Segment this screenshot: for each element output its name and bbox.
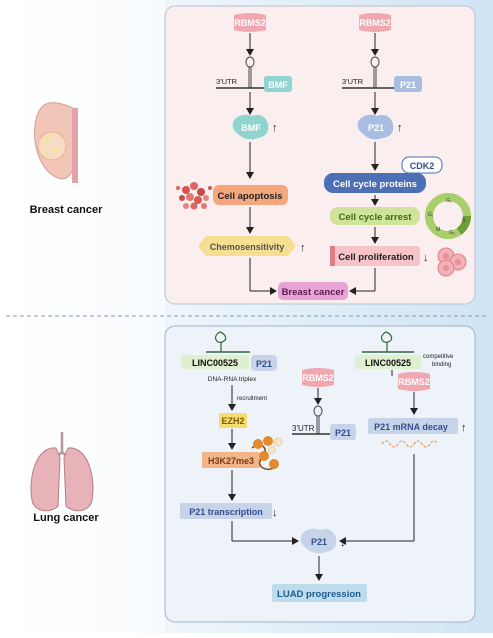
competitive-binding-line1: competitive	[423, 354, 454, 360]
cycle-m-label: M	[436, 227, 440, 233]
linc-right: LINC00525	[365, 358, 411, 368]
utr-right: 3'UTR	[342, 77, 364, 86]
cycle-s-label: S	[462, 218, 466, 224]
lung-icon	[30, 432, 94, 512]
cdk2-box	[401, 156, 443, 174]
p21-protein-shape	[357, 114, 394, 140]
p21-lung-protein-shape	[300, 528, 337, 554]
chemosensitivity-box	[198, 236, 296, 256]
p21-mid-box	[330, 424, 356, 440]
cycle-g1-label: G₁	[428, 212, 434, 218]
rbms2-left-shape	[234, 13, 266, 32]
mrna-decay-up-arrow: ↑	[461, 422, 467, 434]
utr-left: 3'UTR	[216, 77, 238, 86]
p21-left: P21	[256, 359, 272, 369]
lincrna-right-icon	[380, 331, 393, 352]
linc-right-box	[355, 355, 421, 369]
p21-transcription-box	[180, 503, 272, 519]
luad-progression: LUAD progression	[277, 589, 361, 600]
bmf-up-arrow: ↑	[272, 122, 278, 134]
bmf-gene: BMF	[268, 80, 288, 90]
cell-cycle-arrest-box	[330, 207, 420, 225]
p21-gene: P21	[400, 80, 416, 90]
hairpin-right-icon	[370, 56, 380, 88]
breast-panel	[164, 5, 476, 305]
rbms2-left: RBMS2	[234, 18, 266, 28]
breast-cancer-box	[278, 282, 348, 300]
cell-apoptosis-box	[213, 185, 288, 205]
hairpin-mid-icon	[313, 405, 323, 434]
p21-transcription: P21 transcription	[189, 507, 263, 517]
chemosensitivity-up-arrow: ↑	[300, 242, 306, 254]
decayed-mrna-icon	[381, 440, 439, 448]
cycle-g0-label: G₀	[446, 198, 452, 204]
p21-mrna-decay-box	[368, 418, 458, 434]
rbms2-right-lung: RBMS2	[398, 377, 430, 387]
p21-lung-protein: P21	[311, 537, 327, 547]
ezh2: EZH2	[221, 416, 244, 426]
chemosensitivity: Chemosensitivity	[210, 242, 285, 252]
cell-proliferation-accent	[330, 246, 335, 266]
breast-cancer-label: Breast cancer	[30, 204, 103, 216]
h3k27me3: H3K27me3	[208, 456, 254, 466]
cdk2: CDK2	[410, 161, 435, 171]
hairpin-left-icon	[245, 56, 255, 88]
cell-apoptosis: Cell apoptosis	[218, 191, 283, 202]
apoptotic-cells-icon	[176, 182, 212, 210]
cell-cycle-arrest: Cell cycle arrest	[339, 212, 413, 223]
competitive-binding-line2: binding	[432, 362, 451, 368]
cell-cycle-proteins: Cell cycle proteins	[333, 179, 417, 190]
cell-proliferation-box	[330, 246, 420, 266]
recruitment: recruitment	[237, 396, 267, 402]
lung-cancer-label: Lung cancer	[33, 512, 99, 524]
p21-gene-box	[394, 76, 422, 92]
rbms2-mid: RBMS2	[302, 373, 334, 383]
p21-mid: P21	[335, 428, 351, 438]
rbms2-mid-shape	[302, 368, 334, 387]
proliferating-cells-icon	[437, 247, 467, 277]
lincrna-left-icon	[214, 331, 227, 352]
breast-icon	[34, 102, 78, 183]
p21-left-box	[251, 355, 277, 371]
bmf-gene-box	[264, 76, 292, 92]
p21-up-arrow: ↑	[397, 122, 403, 134]
p21-transcription-down-arrow: ↓	[272, 507, 278, 519]
rbms2-right: RBMS2	[359, 18, 391, 28]
luad-progression-box	[272, 584, 367, 602]
p21-mrna-decay: P21 mRNA decay	[374, 422, 448, 432]
utr-mid: 3'UTR	[292, 424, 315, 433]
cell-cycle-proteins-box	[324, 173, 426, 193]
ezh2-box	[219, 413, 247, 428]
proliferation-down-arrow: ↓	[423, 252, 429, 264]
linc-left-box	[181, 355, 249, 369]
lung-panel	[164, 325, 476, 623]
p21-protein: P21	[368, 123, 384, 133]
cell-cycle-ring-icon: G₀ G₁ M G₂ S	[425, 193, 471, 239]
dna-rna-triplex: DNA-RNA triplex	[208, 376, 257, 383]
cycle-g2-label: G₂	[449, 230, 455, 236]
cell-proliferation: Cell proliferation	[338, 252, 414, 263]
h3k27me3-box	[202, 452, 260, 468]
bmf-protein-shape	[232, 114, 269, 140]
top-fade	[0, 0, 165, 318]
breast-cancer-outcome: Breast cancer	[282, 287, 345, 298]
bmf-protein: BMF	[241, 123, 261, 133]
rbms2-right-shape	[359, 13, 391, 32]
p21-lung-down-arrow: ↓	[340, 537, 346, 549]
nucleosome-chain-icon	[251, 436, 283, 470]
linc-left: LINC00525	[192, 358, 238, 368]
rbms2-right-lung-shape	[398, 372, 430, 391]
